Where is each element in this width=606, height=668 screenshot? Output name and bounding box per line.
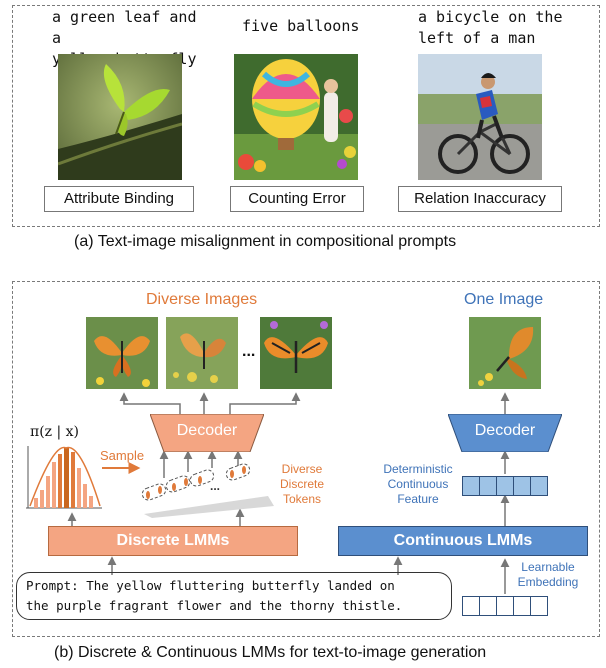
svg-text:...: ... [210,479,220,493]
discrete-lmms-block: Discrete LMMs [48,526,298,556]
prob-label: π(z | x) [30,424,79,440]
caption-b: (b) Discrete & Continuous LMMs for text-… [54,644,486,662]
continuous-lmms-block: Continuous LMMs [338,526,588,556]
deterministic-feature-label: Deterministic Continuous Feature [370,462,466,507]
diverse-tokens-label: Diverse Discrete Tokens [272,462,332,507]
prompt-text: Prompt: The yellow fluttering butterfly … [26,576,450,616]
probability-histogram [24,446,104,512]
discrete-tokens: ... [134,458,274,518]
decoder-right-label: Decoder [448,422,562,440]
learnable-embedding-label: Learnable Embedding [510,560,586,590]
decoder-left-label: Decoder [150,422,264,440]
continuous-feature-cells [462,476,548,496]
learnable-embedding-cells [462,596,548,616]
